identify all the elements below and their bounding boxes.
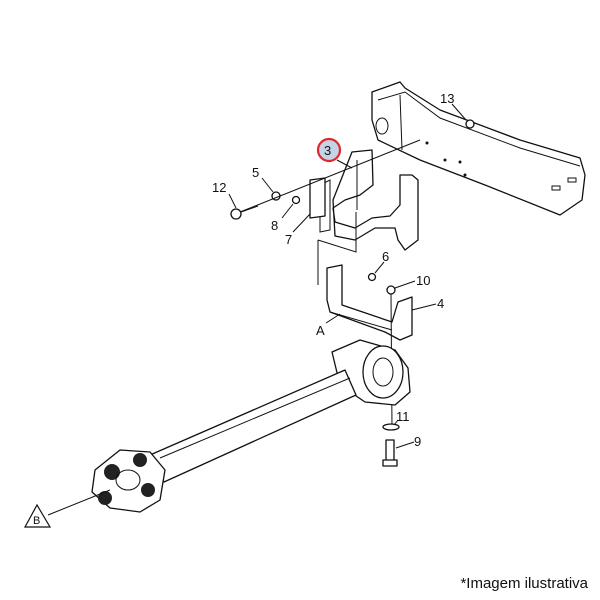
- callout-10[interactable]: 10: [416, 273, 430, 288]
- callout-8[interactable]: 8: [271, 218, 278, 233]
- callout-4[interactable]: 4: [437, 296, 444, 311]
- crossmember: [371, 81, 586, 216]
- callout-3-highlighted[interactable]: 3: [316, 137, 342, 163]
- bolt-12: [230, 205, 259, 220]
- callout-13[interactable]: 13: [440, 91, 454, 106]
- washer-11: [382, 423, 400, 431]
- callout-a[interactable]: A: [316, 323, 325, 338]
- nut-8: [291, 195, 301, 205]
- callout-7[interactable]: 7: [285, 232, 292, 247]
- bolt-6: [367, 272, 377, 282]
- bolt-13: [465, 119, 475, 129]
- callout-12[interactable]: 12: [212, 180, 226, 195]
- universal-joint: [91, 449, 166, 513]
- callout-5[interactable]: 5: [252, 165, 259, 180]
- bracket-4: [326, 264, 413, 341]
- callout-11[interactable]: 11: [396, 409, 410, 424]
- callout-6[interactable]: 6: [382, 249, 389, 264]
- illustrative-image-caption: *Imagem ilustrativa: [460, 575, 588, 592]
- driveshaft: [149, 369, 357, 483]
- nut-10: [386, 285, 396, 295]
- plate-7: [309, 177, 326, 219]
- callout-9[interactable]: 9: [414, 434, 421, 449]
- callout-b[interactable]: B: [33, 515, 40, 527]
- bracket-3: [319, 149, 419, 251]
- bolt-9: [382, 439, 398, 467]
- callout-3[interactable]: 3: [324, 143, 331, 158]
- view-reference-b[interactable]: B: [23, 503, 52, 528]
